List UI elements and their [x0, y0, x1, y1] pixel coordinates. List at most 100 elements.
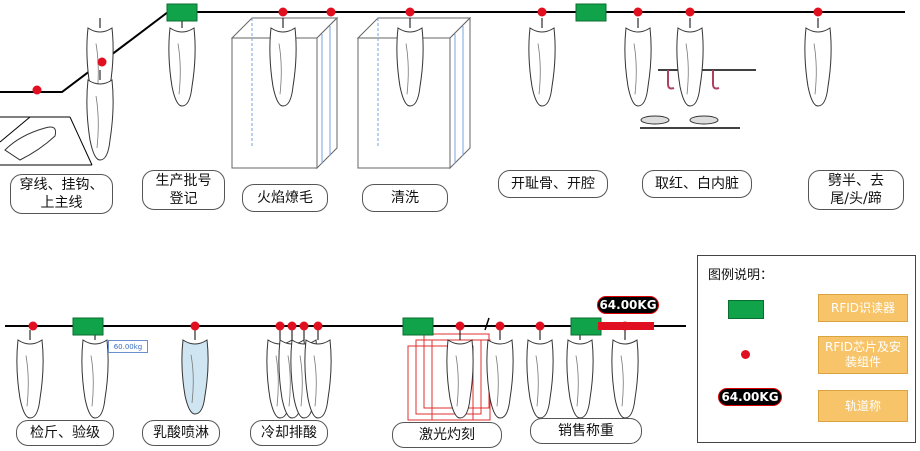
- carcass-body: [269, 27, 297, 107]
- carcass-detail: [535, 355, 539, 407]
- carcass-detail: [455, 355, 459, 407]
- carcass-body: [16, 339, 44, 419]
- carcass: [269, 18, 297, 107]
- carcass-detail: [405, 43, 409, 95]
- carcass: [526, 330, 554, 419]
- carcass-detail: [633, 43, 637, 95]
- step-open-cavity: 开耻骨、开腔: [498, 170, 608, 198]
- carcass-detail: [287, 355, 291, 407]
- carcass: [396, 18, 424, 107]
- carcass-detail: [278, 43, 282, 95]
- carcass-body: [81, 339, 109, 419]
- carcass-body: [86, 79, 114, 161]
- step-laser-mark: 激光灼刻: [392, 422, 502, 448]
- lying-carcass: [4, 126, 56, 161]
- rfid-chip-dot: [287, 321, 297, 331]
- carcass-detail: [575, 355, 579, 407]
- step-inspect-grade: 检斤、验级: [16, 420, 114, 446]
- reader-group: [72, 3, 607, 336]
- rfid-chip-dot: [455, 321, 465, 331]
- carcass-detail: [537, 43, 541, 95]
- step-sales-weigh: 销售称重: [530, 418, 642, 444]
- rfid-reader-block: [570, 317, 602, 336]
- rfid-chip-dot: [326, 7, 336, 17]
- carcass: [804, 18, 832, 107]
- viscera-rack: [640, 69, 756, 129]
- carcass-detail: [620, 355, 624, 407]
- carcass: [304, 330, 332, 419]
- carcass-detail: [685, 43, 689, 95]
- rfid-chip-dot: [97, 57, 107, 67]
- carcass-body: [181, 339, 209, 415]
- rfid-chip-dot: [633, 7, 643, 17]
- carcass-detail: [813, 43, 817, 95]
- rfid-chip-dot: [405, 7, 415, 17]
- carcass: [676, 18, 704, 107]
- carcass: [486, 330, 514, 419]
- legend-reader-icon: [728, 300, 764, 319]
- step-thread-hook: 穿线、挂钩、 上主线: [10, 174, 113, 214]
- rfid-chip-dot: [313, 321, 323, 331]
- carcass: [611, 330, 639, 419]
- carcass-detail: [90, 355, 94, 407]
- step-remove-viscera: 取红、白内脏: [642, 170, 752, 198]
- rfid-chip-dot: [535, 321, 545, 331]
- legend-scale-reading: 64.00KG: [718, 388, 782, 406]
- carcass-body: [528, 27, 556, 107]
- legend-rfid-chip: RFID芯片及安 装组件: [818, 336, 908, 374]
- entry-slope-2: [0, 116, 31, 143]
- track-scale-reading: 64.00KG: [597, 296, 659, 314]
- rfid-chip-dot: [299, 321, 309, 331]
- carcass-detail: [299, 355, 303, 407]
- rfid-chip-dot: [28, 321, 38, 331]
- carcass: [566, 330, 594, 419]
- top-rail: [0, 11, 905, 93]
- carcass-body: [446, 339, 474, 419]
- rfid-chip-dot: [190, 321, 200, 331]
- step-batch-register: 生产批号 登记: [142, 170, 225, 210]
- carcass-detail: [25, 355, 29, 407]
- rail-switch-mark: [484, 317, 490, 331]
- carcass-body: [396, 27, 424, 107]
- rfid-chip-dot: [32, 85, 42, 95]
- carcass-detail: [95, 95, 99, 149]
- rfid-reader-block: [166, 3, 198, 22]
- carcass-body: [804, 27, 832, 107]
- carcass-detail: [313, 355, 317, 407]
- step-wash: 清洗: [362, 184, 448, 212]
- step-cool-drain: 冷却排酸: [250, 420, 328, 446]
- legend-panel: 图例说明： RFID识读器 RFID芯片及安 装组件 64.00KG 轨道称: [697, 255, 916, 443]
- carcass: [81, 330, 109, 419]
- rfid-chip-dot: [813, 7, 823, 17]
- rfid-chip-dot: [685, 7, 695, 17]
- carcass-body: [486, 339, 514, 419]
- carcass-body: [566, 339, 594, 419]
- rfid-reader-block: [72, 317, 104, 336]
- carcass-body: [526, 339, 554, 419]
- carcass: [16, 330, 44, 419]
- step-flame-singe: 火焰燎毛: [242, 184, 328, 212]
- carcass-detail: [177, 43, 181, 95]
- carcass: [168, 18, 196, 107]
- rfid-reader-block: [575, 3, 607, 22]
- track-scale-bar: [598, 322, 654, 330]
- chip-group: [28, 7, 823, 331]
- carcass-body: [676, 27, 704, 107]
- carcass: [624, 18, 652, 107]
- legend-title: 图例说明：: [708, 268, 774, 283]
- carcass-body: [624, 27, 652, 107]
- spray-scale-tag: 60.00kg: [108, 340, 148, 353]
- carcass: [86, 70, 114, 161]
- carcass-body: [611, 339, 639, 419]
- rfid-chip-dot: [537, 7, 547, 17]
- rfid-reader-block: [402, 317, 434, 336]
- carcass: [181, 330, 209, 415]
- carcass-body: [304, 339, 332, 419]
- rfid-chip-dot: [275, 321, 285, 331]
- carcass: [528, 18, 556, 107]
- carcass-body: [168, 27, 196, 107]
- legend-track-scale: 轨道称: [818, 390, 908, 422]
- carcass-detail: [275, 355, 279, 407]
- step-lactic-spray: 乳酸喷淋: [142, 420, 220, 446]
- legend-chip-icon: [741, 350, 750, 359]
